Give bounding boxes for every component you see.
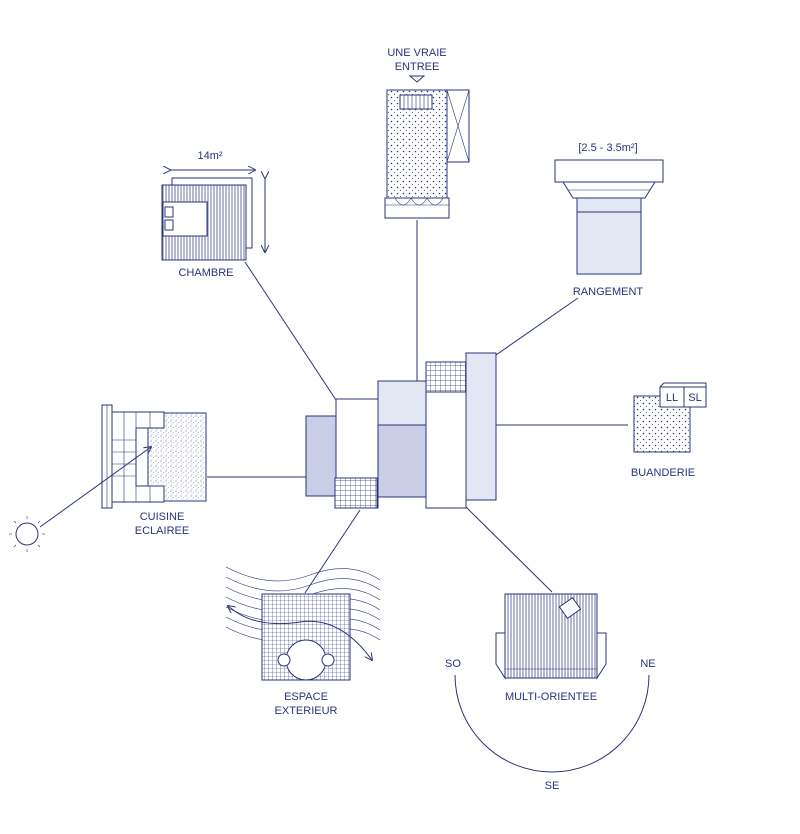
buanderie-label: BUANDERIE <box>631 467 695 479</box>
rangement-item: [2.5 - 3.5m²] RANGEMENT <box>554 142 664 298</box>
doormat-icon <box>384 197 450 219</box>
rangement-label: RANGEMENT <box>573 286 644 298</box>
balcony-grid-bottom <box>334 477 378 509</box>
dryer-icon <box>683 386 707 408</box>
window-tilt-icon <box>558 596 582 620</box>
cuisine-item: CUISINE ECLAIREE <box>9 404 207 552</box>
shelf-top-icon <box>554 159 664 183</box>
table-icon <box>285 639 327 681</box>
rangement-range-label: [2.5 - 3.5m²] <box>578 142 637 154</box>
sun-rays <box>9 516 45 552</box>
sunlight-arrow <box>39 447 151 528</box>
entry-triangle-icon <box>408 75 426 83</box>
connector-lines <box>207 220 628 594</box>
espace-label-line1: ESPACE <box>284 691 328 703</box>
cuisine-label-line2: ECLAIREE <box>135 525 189 537</box>
buanderie-sl-label: SL <box>688 392 701 404</box>
buanderie-ll-label: LL <box>666 392 678 404</box>
wind-arrow <box>235 611 372 660</box>
multi-label: MULTI-ORIENTEE <box>505 691 597 703</box>
chambre-label: CHAMBRE <box>178 267 233 279</box>
entree-item: UNE VRAIE ENTREE <box>384 47 470 219</box>
multi-orientee-item: MULTI-ORIENTEE SO NE SE <box>445 593 656 792</box>
espace-label-line2: EXTERIEUR <box>275 705 338 717</box>
buanderie-item: LL SL BUANDERIE <box>631 382 707 479</box>
chambre-item: 14m² CHAMBRE <box>161 150 265 279</box>
compass-se-label: SE <box>545 780 560 792</box>
compass-ne-label: NE <box>640 658 655 670</box>
cuisine-label-line1: CUISINE <box>140 511 185 523</box>
balcony-grid-top <box>425 361 467 393</box>
orientation-arc <box>454 674 650 773</box>
entree-label-line1: UNE VRAIE <box>387 47 446 59</box>
compass-so-label: SO <box>445 658 461 670</box>
entree-label-line2: ENTREE <box>395 61 440 73</box>
espace-exterieur-item: ESPACE EXTERIEUR <box>225 566 381 717</box>
chambre-area-label: 14m² <box>197 150 222 162</box>
central-floor-plan <box>305 352 497 509</box>
sun-icon <box>15 522 39 546</box>
